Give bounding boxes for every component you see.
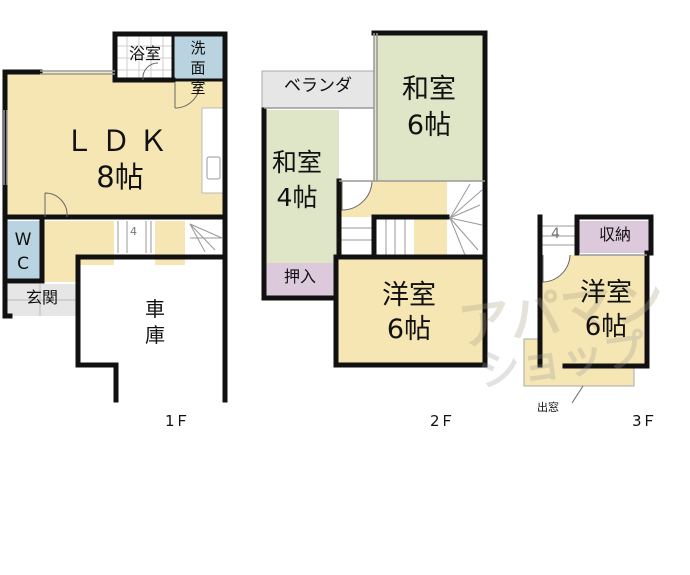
washitsu6-room	[374, 33, 485, 181]
washroom-label: 洗 面 室	[183, 38, 213, 98]
garage-char-2: 庫	[145, 323, 165, 347]
wc-char-c: C	[17, 254, 29, 274]
washitsu4-size: 4帖	[276, 183, 318, 212]
stair-number-1f: 4	[130, 225, 137, 238]
bath-label: 浴室	[128, 44, 161, 63]
veranda-area	[261, 70, 375, 109]
floor-1f-drawing	[2, 31, 228, 403]
floor-label-2f: 2Ｆ	[430, 412, 455, 430]
ldk-room	[5, 72, 223, 217]
ldk-size: 8帖	[96, 160, 144, 194]
wc-char-w: W	[14, 230, 32, 250]
washroom-room	[173, 34, 223, 80]
floor-label-3f: 3Ｆ	[632, 412, 657, 430]
yoshitsu2-name: 洋室	[382, 280, 436, 311]
storage-room	[579, 221, 651, 253]
storage-label: 収納	[598, 225, 631, 244]
yoshitsu3-size: 6帖	[584, 312, 628, 342]
washitsu4-room	[264, 110, 339, 263]
garage-label: 車 庫	[135, 296, 175, 348]
yoshitsu2-size: 6帖	[386, 314, 432, 345]
yoshitsu2-room	[336, 257, 485, 365]
stair-number-3f: 4	[551, 226, 560, 242]
washitsu6-name: 和室	[402, 74, 456, 105]
oshiire-label: 押入	[283, 267, 316, 286]
wc-label: W C	[8, 228, 38, 276]
washroom-char-1: 洗	[190, 39, 206, 57]
entrance-label: 玄関	[25, 288, 58, 307]
veranda-label: ベランダ	[284, 76, 352, 96]
bay-window-label: 出窓	[537, 401, 559, 414]
washitsu6-size: 6帖	[406, 110, 452, 141]
floor-2f-drawing	[261, 30, 488, 368]
ldk-label: ＬＤＫ	[64, 124, 176, 158]
floor-label-1f: 1Ｆ	[165, 412, 190, 430]
washitsu4-name: 和室	[271, 148, 322, 177]
floor-3f-drawing	[523, 214, 654, 404]
wc-room	[5, 221, 42, 281]
garage-char-1: 車	[145, 297, 165, 321]
yoshitsu3-name: 洋室	[579, 278, 632, 308]
oshiire-room	[264, 263, 336, 298]
washroom-char-2: 面	[190, 59, 206, 77]
washroom-char-3: 室	[190, 79, 206, 97]
